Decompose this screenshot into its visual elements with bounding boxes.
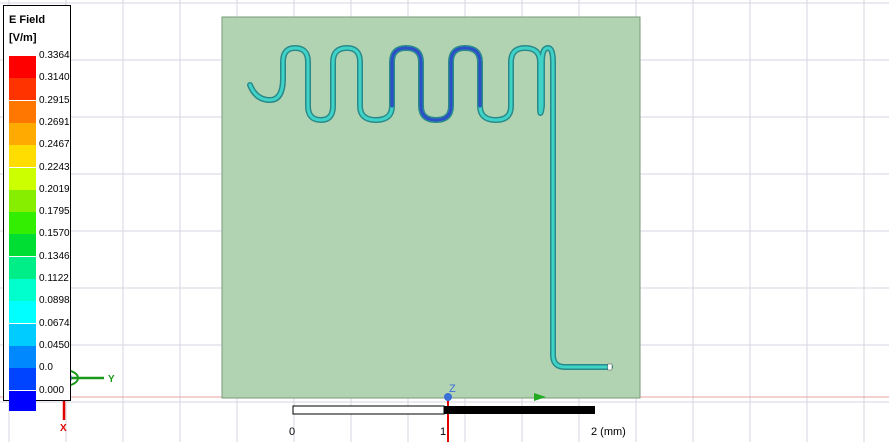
legend-tick-label: 0.1795 (39, 206, 70, 218)
legend-tick-label: 0.2915 (39, 94, 70, 106)
legend-swatch (9, 390, 36, 411)
scale-label-1: 1 (440, 426, 447, 438)
legend-swatch (9, 368, 36, 391)
legend-title: E Field (9, 14, 46, 26)
legend-tick-label: 0.000 (39, 384, 65, 396)
legend-tick-label: 0.2019 (39, 183, 70, 195)
legend-swatch (9, 234, 36, 257)
legend-tick-label: 0.2243 (39, 161, 70, 173)
origin-axis-marker: Z (444, 383, 546, 442)
origin-z-label: Z (449, 383, 456, 395)
legend-tick-label: 0.0450 (39, 339, 70, 351)
scale-label-2: 2 (mm) (591, 426, 626, 438)
legend-swatch (9, 279, 36, 301)
substrate (221, 16, 641, 399)
legend-tick-label: 0.1122 (39, 273, 69, 284)
triad-y-label: Y (108, 374, 115, 385)
legend-tick-label: 0.3140 (39, 72, 70, 84)
legend-tick-label: 0.2691 (39, 116, 70, 128)
meander-trace (247, 45, 613, 371)
legend-swatch (9, 345, 36, 368)
legend-swatch (9, 167, 36, 190)
legend-swatch (9, 256, 36, 279)
scale-bar-black (444, 406, 595, 414)
port-end (607, 363, 613, 371)
legend-swatch (9, 189, 36, 212)
scale-label-0: 0 (289, 426, 296, 438)
legend-tick-label: 0.0898 (39, 295, 70, 307)
legend-swatch (9, 323, 36, 346)
legend-swatch (9, 56, 36, 78)
trace-high-field-region (390, 46, 482, 122)
legend-swatch (9, 78, 36, 101)
legend-swatch (9, 212, 36, 235)
scale-bar-white (292, 405, 445, 415)
legend-tick-label: 0.2467 (39, 139, 70, 151)
legend-tick-label: 0.1346 (39, 250, 70, 262)
legend-tick-label: 0.1570 (39, 228, 70, 240)
legend-swatch (9, 301, 36, 324)
field-legend: E Field [V/m] 0.3364 0.3140 0.2915 0.2691 0.… (3, 5, 71, 411)
legend-tick-label: 0.0674 (39, 317, 70, 329)
legend-tick-label: 0.3364 (39, 50, 70, 61)
legend-swatch (9, 122, 36, 145)
legend-unit: [V/m] (9, 32, 37, 44)
legend-swatch (9, 100, 36, 123)
triad-x-label: X (60, 423, 67, 434)
legend-tick-label: 0.0 (39, 362, 53, 374)
legend-swatch (9, 145, 36, 168)
